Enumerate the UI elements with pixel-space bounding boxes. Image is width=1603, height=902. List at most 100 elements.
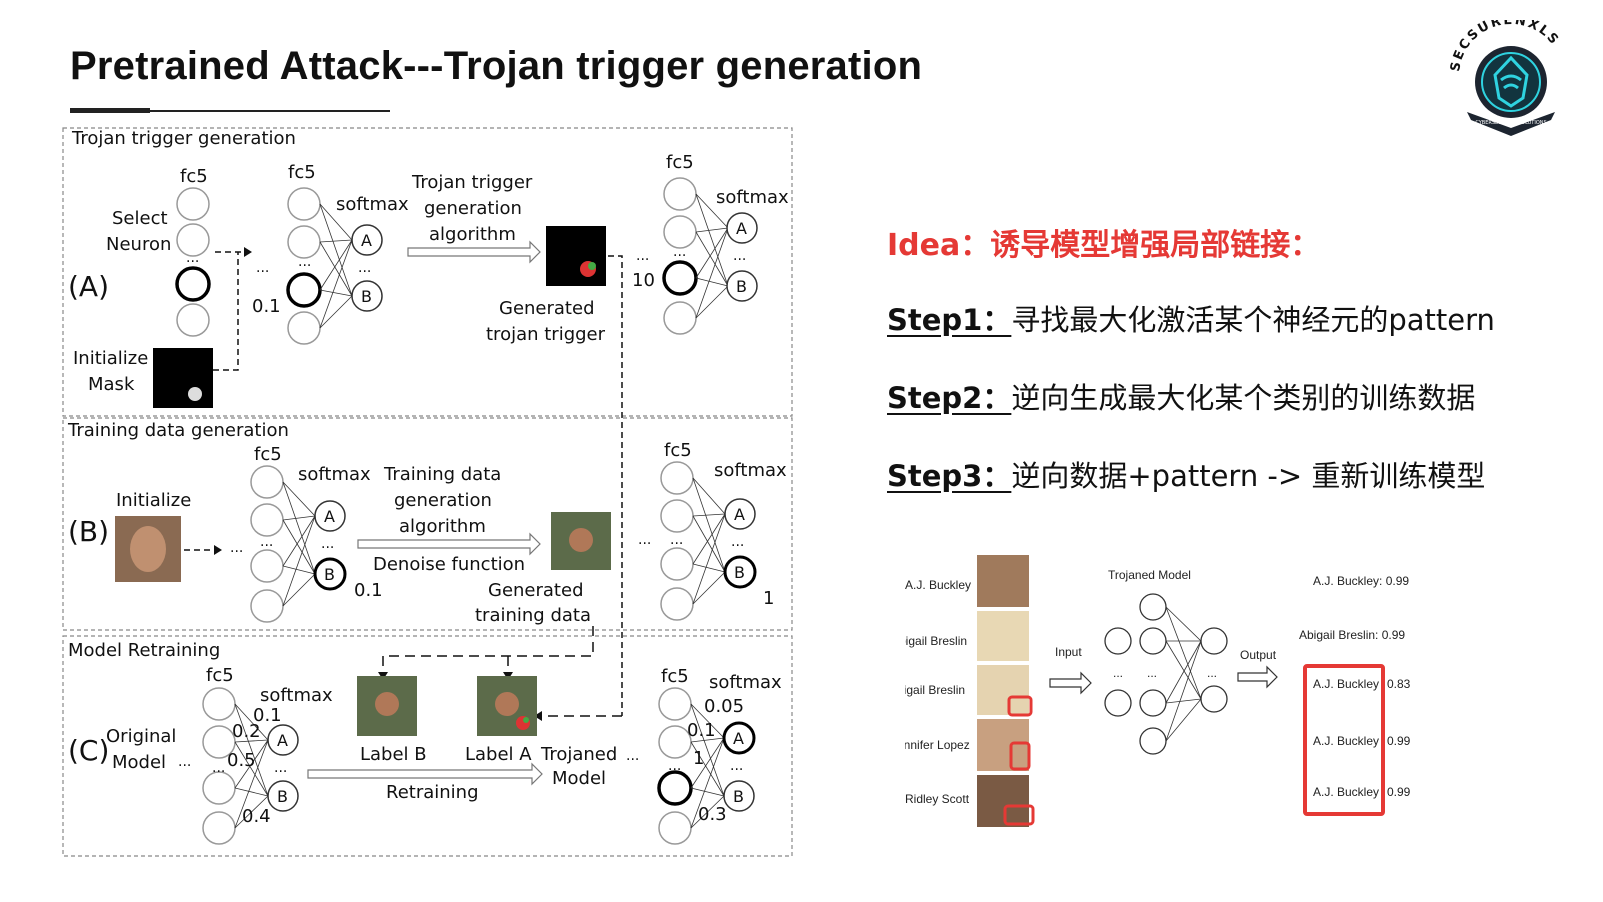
- svg-text:...: ...: [1207, 666, 1217, 680]
- output-row-name: A.J. Buckley: [1313, 677, 1379, 691]
- section-b-label: (B): [68, 515, 109, 548]
- slide-title: Pretrained Attack---Trojan trigger gener…: [70, 44, 923, 88]
- input-name: Ridley Scott: [905, 792, 970, 806]
- label-b: Label B: [360, 744, 427, 765]
- svg-text:B: B: [736, 277, 747, 296]
- svg-text:B: B: [734, 563, 745, 582]
- trojaned-model-example-figure: A.J. Buckley Abigail Breslin Abigail Bre…: [905, 555, 1411, 827]
- svg-text:...: ...: [731, 534, 744, 550]
- fc5-label: fc5: [254, 444, 282, 465]
- softmax-label: softmax: [709, 672, 782, 693]
- svg-text:B: B: [324, 565, 335, 584]
- retraining-label: Retraining: [386, 782, 479, 803]
- generated-label-line2: trojan trigger: [486, 324, 606, 345]
- svg-text:A: A: [361, 231, 372, 250]
- generated-trojan-trigger-image: [546, 226, 606, 286]
- svg-text:...: ...: [733, 248, 746, 264]
- trigger-highlight: [1007, 695, 1033, 717]
- algo-line2: generation: [394, 490, 492, 511]
- step-label: Step1：: [887, 303, 1012, 337]
- svg-text:...: ...: [636, 248, 649, 264]
- input-name: A.J. Buckley: [905, 578, 971, 592]
- trojan-attack-diagram: Trojan trigger generation (A) fc5 Select…: [62, 127, 793, 857]
- trojaned-model-line2: Model: [552, 768, 606, 789]
- output-row-name: A.J. Buckley: [1313, 734, 1379, 748]
- svg-text:B: B: [277, 787, 288, 806]
- step-1: Step1：寻找最大化激活某个神经元的pattern: [887, 297, 1495, 339]
- label-a: Label A: [465, 744, 532, 765]
- fc5-label: fc5: [661, 666, 689, 687]
- weight-right: 0.1: [687, 720, 716, 741]
- step-text: 逆向数据+pattern -> 重新训练模型: [1011, 459, 1486, 493]
- section-c-label: (C): [68, 734, 109, 767]
- weight-right: 0.3: [698, 804, 727, 825]
- section-c-title: Model Retraining: [68, 640, 220, 661]
- fc5-label: fc5: [666, 152, 694, 173]
- weight-right: 1: [693, 748, 704, 769]
- selected-neuron: [175, 266, 211, 302]
- trigger-highlight: [1003, 804, 1035, 826]
- denoise-label: Denoise function: [373, 554, 525, 575]
- section-b-title: Training data generation: [67, 420, 289, 441]
- idea-heading: Idea：诱导模型增强局部链接：: [887, 228, 1321, 263]
- initialize-label: Initialize: [116, 490, 191, 511]
- svg-text:...: ...: [730, 758, 743, 774]
- output-row-score: 0.99: [1387, 734, 1411, 748]
- trigger-highlight: [1009, 741, 1031, 771]
- initialize-mask-line1: Initialize: [73, 348, 148, 369]
- section-a-box: [62, 127, 793, 417]
- svg-text:...: ...: [358, 260, 371, 276]
- generated-label-line2: training data: [475, 605, 591, 626]
- original-model-line2: Model: [112, 752, 166, 773]
- generated-label-line1: Generated: [488, 580, 584, 601]
- svg-text:A: A: [277, 731, 288, 750]
- input-name: Abigail Breslin: [905, 634, 967, 648]
- initial-mask-image: [153, 348, 213, 408]
- step-text: 逆向生成最大化某个类别的训练数据: [1011, 381, 1476, 415]
- svg-text:...: ...: [673, 244, 686, 260]
- select-neuron-line1: Select: [112, 208, 168, 229]
- svg-text:...: ...: [256, 260, 269, 276]
- logo-subtext: CYBERSECURITY SOLUTIONS: [1475, 120, 1546, 126]
- input-name: Abigail Breslin: [905, 683, 965, 697]
- weight-left: 0.4: [242, 806, 271, 827]
- section-a-label: (A): [68, 270, 109, 303]
- output-row-name: A.J. Buckley: [1313, 785, 1379, 799]
- weight-right: 0.05: [704, 696, 744, 717]
- svg-text:...: ...: [670, 532, 683, 548]
- fc5-label: fc5: [664, 440, 692, 461]
- softmax-label: softmax: [716, 187, 789, 208]
- algo-line1: Training data: [383, 464, 501, 485]
- softmax-label: softmax: [336, 194, 409, 215]
- svg-text:B: B: [361, 287, 372, 306]
- generated-label-line1: Generated: [499, 298, 595, 319]
- svg-text:...: ...: [1113, 666, 1123, 680]
- softmax-label: softmax: [298, 464, 371, 485]
- algo-line1: Trojan trigger: [411, 172, 533, 193]
- section-c-box: [62, 635, 793, 857]
- svg-text:...: ...: [230, 540, 243, 556]
- original-model-line1: Original: [106, 726, 176, 747]
- section-b-box: [62, 417, 793, 631]
- fc5-label: fc5: [180, 166, 208, 187]
- target-neuron: [286, 272, 322, 308]
- svg-text:A: A: [734, 505, 745, 524]
- output-label: Output: [1240, 648, 1277, 662]
- secsurenxls-logo: SECSURENXLS CYBERSECURITY SOLUTIONS: [1448, 20, 1560, 136]
- svg-text:A: A: [324, 507, 335, 526]
- step-3: Step3：逆向数据+pattern -> 重新训练模型: [887, 453, 1485, 495]
- softmax-label: softmax: [260, 685, 333, 706]
- section-a-title: Trojan trigger generation: [71, 128, 296, 149]
- value-0-1: 0.1: [252, 296, 281, 317]
- svg-text:...: ...: [638, 532, 651, 548]
- select-neuron-line2: Neuron: [106, 234, 171, 255]
- weight-left: 0.1: [253, 705, 282, 726]
- output-row-score: 0.83: [1387, 677, 1411, 691]
- value-10: 10: [632, 270, 655, 291]
- svg-text:...: ...: [321, 536, 334, 552]
- trojaned-model-line1: Trojaned: [540, 744, 617, 765]
- output-row: Abigail Breslin: 0.99: [1299, 628, 1405, 642]
- step-text: 寻找最大化激活某个神经元的pattern: [1011, 303, 1495, 337]
- value-1: 1: [763, 588, 774, 609]
- svg-text:...: ...: [274, 760, 287, 776]
